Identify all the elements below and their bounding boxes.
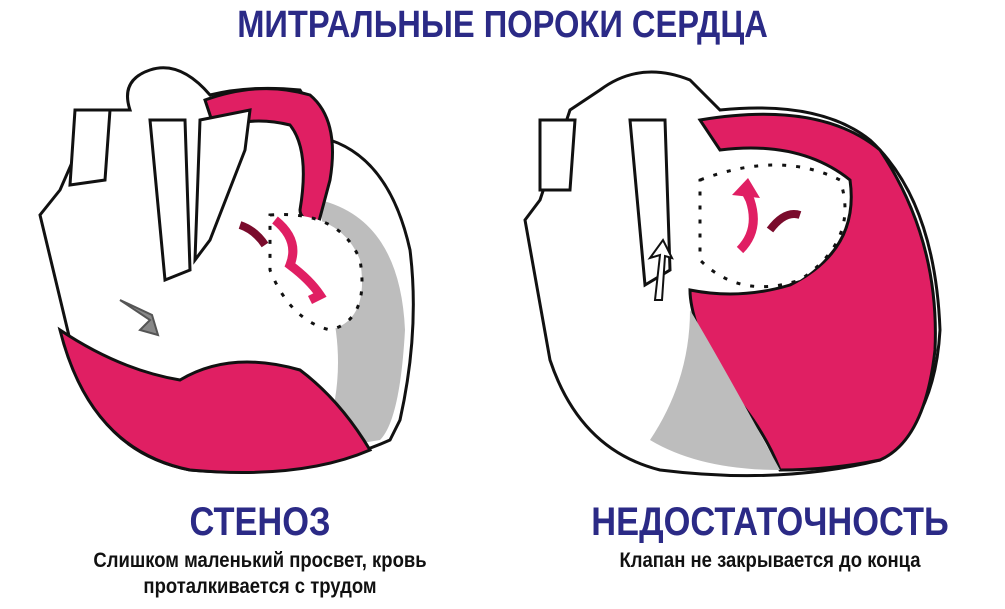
- flow-arrow: [119, 299, 160, 337]
- blood-ventricle: [688, 112, 937, 472]
- heart-stenosis: [38, 66, 415, 474]
- caption-line: Слишком маленький просвет, кровь: [93, 549, 427, 572]
- regurgitation-arrow: [736, 187, 758, 254]
- stenosis-arrow: [272, 216, 327, 305]
- blood-ventricle: [57, 326, 373, 474]
- flow-arrow: [647, 238, 674, 301]
- aorta: [148, 118, 192, 283]
- caption-line: проталкивается с трудом: [143, 575, 377, 598]
- caption-line: Клапан не закрывается до конца: [619, 549, 921, 572]
- ventricle-wall: [650, 310, 780, 470]
- label-stenosis: СТЕНОЗ: [189, 500, 331, 544]
- pulmonary-artery: [193, 108, 252, 265]
- heart-insufficiency: [523, 70, 942, 478]
- valve-leaflet: [766, 210, 802, 233]
- superior-vena-cava: [68, 108, 112, 187]
- regurgitation-arrow-head: [732, 178, 760, 198]
- diagram-title: МИТРАЛЬНЫЕ ПОРОКИ СЕРДЦА: [237, 4, 768, 46]
- caption-insufficiency: Клапан не закрывается до конца: [585, 548, 955, 574]
- valve-leaflet: [238, 221, 269, 248]
- label-insufficiency: НЕДОСТАТОЧНОСТЬ: [591, 500, 949, 544]
- caption-stenosis: Слишком маленький просвет, кровь проталк…: [66, 548, 453, 600]
- superior-vena-cava: [538, 118, 577, 192]
